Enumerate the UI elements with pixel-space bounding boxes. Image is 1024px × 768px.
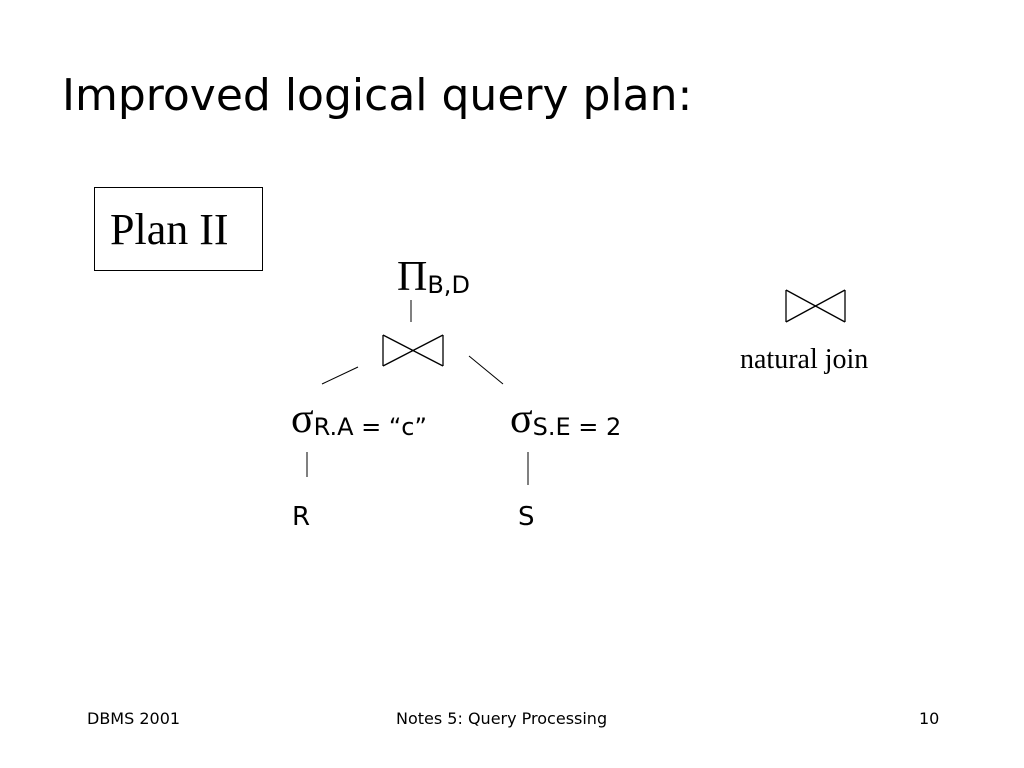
left-selection-node: σR.A = “c” [291, 398, 427, 440]
plan-label: Plan II [110, 205, 229, 254]
footer-left: DBMS 2001 [87, 709, 181, 728]
left-selection-condition: R.A = “c” [313, 413, 427, 441]
projection-symbol: Π [397, 254, 428, 300]
edge-join-left-selection [321, 366, 359, 385]
right-selection-node: σS.E = 2 [510, 398, 621, 440]
legend-join-icon [785, 289, 846, 323]
footer-page-number: 10 [919, 709, 940, 728]
projection-node: ΠB,D [397, 256, 470, 298]
right-selection-condition: S.E = 2 [532, 413, 622, 441]
plan-label-box: Plan II [94, 187, 263, 271]
slide-title: Improved logical query plan: [62, 70, 693, 121]
left-selection-symbol: σ [291, 396, 314, 442]
footer-center: Notes 5: Query Processing [396, 709, 608, 728]
join-operator-icon [382, 334, 444, 367]
relation-s: S [518, 502, 535, 532]
projection-attributes: B,D [427, 271, 470, 299]
right-selection-symbol: σ [510, 396, 533, 442]
relation-r: R [292, 502, 311, 532]
edge-join-right-selection [468, 355, 504, 385]
legend-natural-join-label: natural join [740, 344, 869, 375]
